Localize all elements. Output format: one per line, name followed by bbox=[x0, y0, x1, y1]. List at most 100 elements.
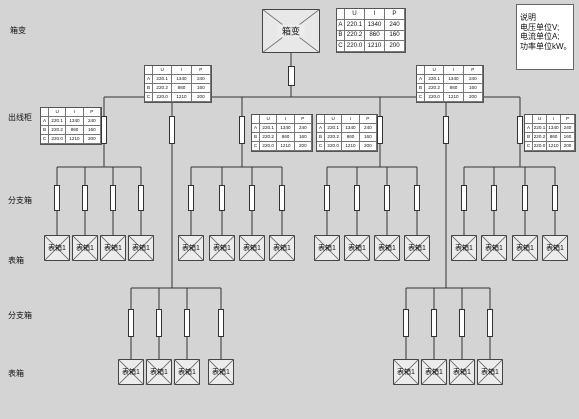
lower-branch-switch bbox=[487, 309, 493, 337]
meter-box-cross bbox=[374, 235, 400, 261]
upper-branch-switch bbox=[324, 185, 330, 211]
table-value-cell: 200 bbox=[191, 93, 211, 102]
upper-branch-switch bbox=[188, 185, 194, 211]
table-value-cell: 220.2 bbox=[260, 133, 278, 142]
meter-box-label: 表箱1 bbox=[213, 245, 231, 252]
meter-box-label: 表箱1 bbox=[48, 245, 66, 252]
meter-box-label: 表箱1 bbox=[453, 369, 471, 376]
table-value-cell: 220.1 bbox=[533, 124, 547, 133]
upper-branch-switch bbox=[461, 185, 467, 211]
table-value-cell: 1210 bbox=[444, 93, 464, 102]
box-cross-mark bbox=[477, 359, 503, 385]
table-header-cell: U bbox=[49, 108, 67, 117]
meter-box-label: 表箱1 bbox=[212, 369, 230, 376]
table-header-cell bbox=[337, 9, 345, 20]
table-phase-cell: B bbox=[145, 84, 153, 93]
level-label-outgoing-cabinet: 出线柜 bbox=[8, 113, 32, 122]
table-value-cell: 220.0 bbox=[325, 142, 343, 151]
table-value-cell: 220.2 bbox=[533, 133, 547, 142]
box-cross-mark bbox=[146, 359, 172, 385]
outgoing-switch-2 bbox=[169, 116, 175, 144]
lower-meter-box: 表箱1 bbox=[208, 359, 234, 385]
upper-meter-box: 表箱1 bbox=[269, 235, 295, 261]
table-phase-cell: C bbox=[41, 135, 49, 144]
table-value-cell: 860 bbox=[66, 126, 84, 135]
table-header-cell bbox=[525, 115, 533, 124]
table-value-cell: 860 bbox=[444, 84, 464, 93]
meter-box-label: 表箱1 bbox=[273, 245, 291, 252]
box-cross-mark bbox=[178, 235, 204, 261]
lower-branch-switch bbox=[128, 309, 134, 337]
box-cross-mark bbox=[269, 235, 295, 261]
meter-box-cross bbox=[314, 235, 340, 261]
upper-branch-switch bbox=[249, 185, 255, 211]
meter-box-cross bbox=[404, 235, 430, 261]
table-value-cell: 200 bbox=[385, 41, 405, 52]
table-value-cell: 220.1 bbox=[425, 75, 445, 84]
meter-box-cross bbox=[449, 359, 475, 385]
meter-box-label: 表箱1 bbox=[378, 245, 396, 252]
table-header-cell bbox=[317, 115, 325, 124]
meter-box-cross bbox=[208, 359, 234, 385]
table-header-cell: I bbox=[66, 108, 84, 117]
table-phase-cell: B bbox=[417, 84, 425, 93]
meter-box-cross bbox=[542, 235, 568, 261]
table-phase-cell: A bbox=[337, 19, 345, 31]
table-value-cell: 860 bbox=[277, 133, 295, 142]
transformer-label: 箱变 bbox=[277, 24, 305, 38]
meter-box-cross bbox=[128, 235, 154, 261]
main-switch bbox=[287, 66, 295, 86]
outgoing-switch-5 bbox=[443, 116, 449, 144]
note-current-unit: 电流单位A; bbox=[520, 32, 560, 41]
upper-meter-box: 表箱1 bbox=[100, 235, 126, 261]
box-cross-mark bbox=[314, 235, 340, 261]
table-header-cell: P bbox=[294, 115, 312, 124]
upper-meter-box: 表箱1 bbox=[542, 235, 568, 261]
table-value-cell: 240 bbox=[294, 124, 312, 133]
table-header-cell: P bbox=[359, 115, 377, 124]
meter-box-label: 表箱1 bbox=[182, 245, 200, 252]
box-cross-mark bbox=[393, 359, 419, 385]
table-phase-cell: A bbox=[417, 75, 425, 84]
table-value-cell: 160 bbox=[463, 84, 483, 93]
box-cross-mark bbox=[451, 235, 477, 261]
outgoing-switch-4 bbox=[377, 116, 383, 144]
table-value-cell: 240 bbox=[385, 19, 405, 31]
table-value-cell: 160 bbox=[561, 133, 575, 142]
meter-box-cross bbox=[174, 359, 200, 385]
upper-meter-box: 表箱1 bbox=[314, 235, 340, 261]
meter-box-label: 表箱1 bbox=[348, 245, 366, 252]
box-cross-mark bbox=[128, 235, 154, 261]
table-value-cell: 860 bbox=[547, 133, 561, 142]
table-header-cell: P bbox=[561, 115, 575, 124]
lower-meter-box: 表箱1 bbox=[146, 359, 172, 385]
table-value-cell: 1340 bbox=[342, 124, 360, 133]
meter-box-label: 表箱1 bbox=[408, 245, 426, 252]
table-header-cell: I bbox=[365, 9, 385, 20]
table-header-cell: U bbox=[260, 115, 278, 124]
upper-meter-box: 表箱1 bbox=[209, 235, 235, 261]
table-value-cell: 240 bbox=[359, 124, 377, 133]
meter-box-cross bbox=[118, 359, 144, 385]
table-value-cell: 1340 bbox=[66, 117, 84, 126]
meter-box-cross bbox=[344, 235, 370, 261]
table-value-cell: 220.2 bbox=[325, 133, 343, 142]
level-label-branch-box-lower: 分支箱 bbox=[8, 311, 32, 320]
table-value-cell: 200 bbox=[561, 142, 575, 151]
meter-box-label: 表箱1 bbox=[425, 369, 443, 376]
table-value-cell: 220.0 bbox=[260, 142, 278, 151]
table-value-cell: 1210 bbox=[342, 142, 360, 151]
table-value-cell: 220.1 bbox=[345, 19, 365, 31]
upper-branch-switch bbox=[110, 185, 116, 211]
box-cross-mark bbox=[449, 359, 475, 385]
main-transformer-box: 箱变 bbox=[262, 9, 320, 53]
table-value-cell: 220.1 bbox=[153, 75, 173, 84]
box-cross-mark bbox=[209, 235, 235, 261]
table-phase-cell: B bbox=[252, 133, 260, 142]
table-header-cell: I bbox=[547, 115, 561, 124]
